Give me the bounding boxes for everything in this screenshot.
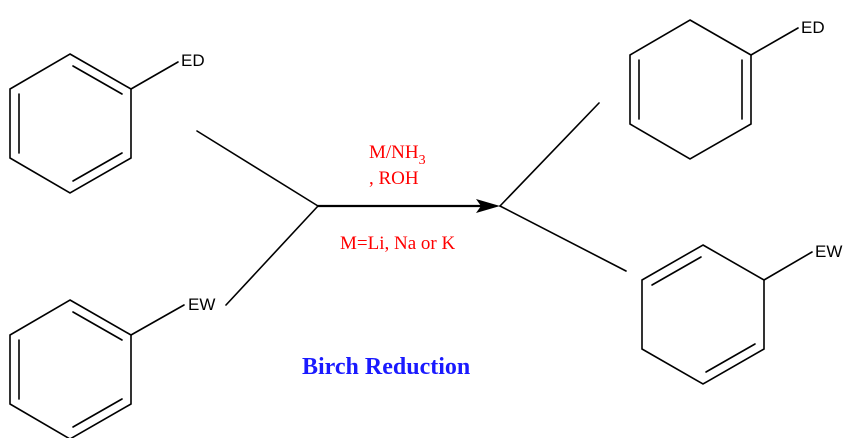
substituent-bond (130, 304, 185, 336)
benzene-ring (9, 53, 132, 194)
product-bracket (499, 102, 627, 272)
double-bond (72, 65, 123, 95)
substituent-ed-label: ED (801, 18, 825, 37)
double-bond (705, 343, 756, 373)
bracket-upper-line (499, 102, 600, 207)
reactant-bracket (196, 130, 319, 306)
benzene-ew-reactant: EW (9, 295, 215, 438)
substituent-bond (130, 61, 179, 90)
scheme-title: Birch Reduction (302, 354, 470, 380)
cyclohexadiene-ew-product: EW (641, 242, 842, 385)
condition-solvent: , ROH (369, 168, 419, 189)
benzene-ed-reactant: ED (9, 51, 205, 194)
right-arrow-icon (316, 199, 500, 213)
bracket-upper-line (196, 130, 319, 207)
bracket-lower-line (225, 205, 319, 306)
double-bond (651, 256, 702, 286)
substituent-ed-label: ED (181, 51, 205, 70)
double-bond (72, 152, 123, 182)
substituent-ew-label: EW (815, 242, 842, 261)
double-bond (72, 398, 123, 428)
substituent-bond (750, 27, 799, 56)
cyclohexadiene-ed-product: ED (629, 18, 825, 160)
benzene-ring (9, 299, 132, 438)
bracket-lower-line (499, 205, 627, 272)
condition-metals: M=Li, Na or K (340, 233, 455, 254)
condition-reagent: M/NH3 (369, 142, 426, 168)
cyclohexadiene-ring (641, 244, 765, 385)
condition-reagent-main: M/NH (369, 142, 419, 163)
condition-reagent-subscript: 3 (419, 153, 426, 168)
reaction-conditions: M/NH3 , ROH M=Li, Na or K (340, 142, 455, 254)
double-bond (72, 311, 123, 341)
substituent-bond (763, 251, 813, 281)
arrow-head (476, 199, 500, 213)
cyclohexadiene-ring (629, 19, 752, 160)
substituent-ew-label: EW (188, 295, 215, 314)
